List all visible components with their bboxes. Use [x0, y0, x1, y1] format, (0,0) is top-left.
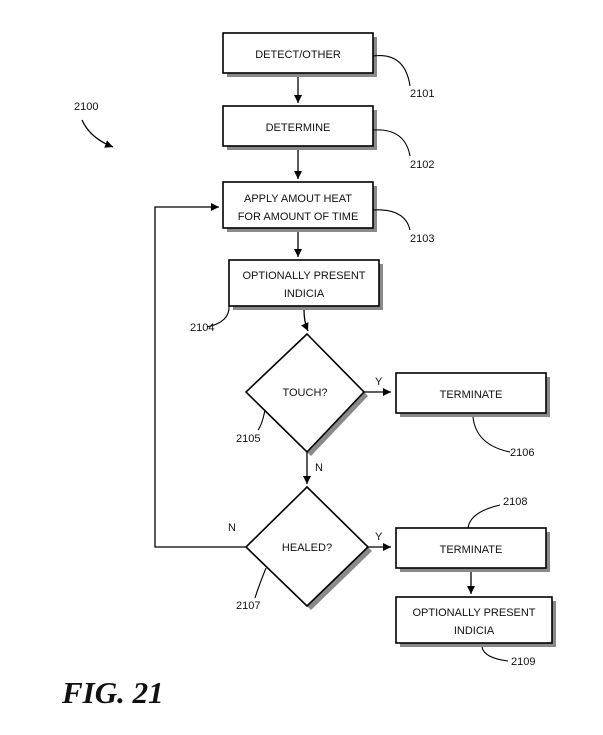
decision-touch-label: TOUCH?	[282, 387, 327, 399]
figure-caption: FIG. 21	[61, 675, 164, 710]
edge-touch-no: N	[315, 462, 323, 474]
step-apply-heat: APPLY AMOUT HEAT FOR AMOUNT OF TIME	[222, 181, 377, 232]
step-present-indicia-1: OPTIONALLY PRESENT INDICIA	[228, 259, 383, 310]
decision-healed: HEALED?	[244, 485, 372, 610]
step-terminate-2: TERMINATE	[395, 527, 550, 572]
decision-healed-label: HEALED?	[282, 542, 332, 554]
step-determine-label: DETERMINE	[266, 122, 331, 134]
arrow-healed-loop	[154, 203, 246, 548]
ref-2106: 2106	[510, 447, 534, 459]
ref-2103: 2103	[410, 233, 434, 245]
ref-2109: 2109	[511, 656, 535, 668]
ref-leader-2106	[472, 416, 511, 453]
step-apply-heat-line1: APPLY AMOUT HEAT	[244, 193, 352, 205]
edge-healed-yes: Y	[375, 531, 383, 543]
step-terminate-1: TERMINATE	[395, 372, 550, 417]
ref-leader-2102	[372, 129, 411, 157]
decision-touch: TOUCH?	[244, 332, 368, 456]
step-present-indicia-1-line1: OPTIONALLY PRESENT	[242, 270, 365, 282]
ref-2107: 2107	[236, 600, 260, 612]
figure-ref-label: 2100	[74, 101, 98, 113]
step-detect-label: DETECT/OTHER	[255, 49, 341, 61]
ref-leader-2107	[254, 567, 267, 599]
figure-ref-arrow	[81, 119, 114, 148]
ref-leader-2104	[206, 305, 230, 328]
ref-leader-2101	[372, 55, 411, 87]
ref-2102: 2102	[410, 159, 434, 171]
step-terminate-1-label: TERMINATE	[440, 389, 503, 401]
step-determine: DETERMINE	[222, 105, 377, 150]
ref-2105: 2105	[236, 433, 260, 445]
step-present-indicia-2-line1: OPTIONALLY PRESENT	[412, 607, 535, 619]
ref-leader-2108	[467, 504, 501, 529]
step-present-indicia-2: OPTIONALLY PRESENT INDICIA	[395, 596, 556, 647]
edge-healed-no: N	[228, 522, 236, 534]
step-present-indicia-2-line2: INDICIA	[454, 625, 495, 637]
arrow-present-touch	[301, 309, 309, 332]
step-detect: DETECT/OTHER	[222, 32, 377, 77]
ref-2104: 2104	[190, 322, 214, 334]
edge-touch-yes: Y	[375, 376, 383, 388]
step-present-indicia-1-line2: INDICIA	[284, 288, 325, 300]
ref-leader-2105	[257, 409, 266, 431]
ref-2108: 2108	[503, 496, 527, 508]
ref-leader-2103	[372, 209, 411, 231]
ref-leader-2109	[481, 646, 509, 662]
step-apply-heat-line2: FOR AMOUNT OF TIME	[238, 211, 359, 223]
step-terminate-2-label: TERMINATE	[440, 544, 503, 556]
ref-2101: 2101	[410, 88, 434, 100]
